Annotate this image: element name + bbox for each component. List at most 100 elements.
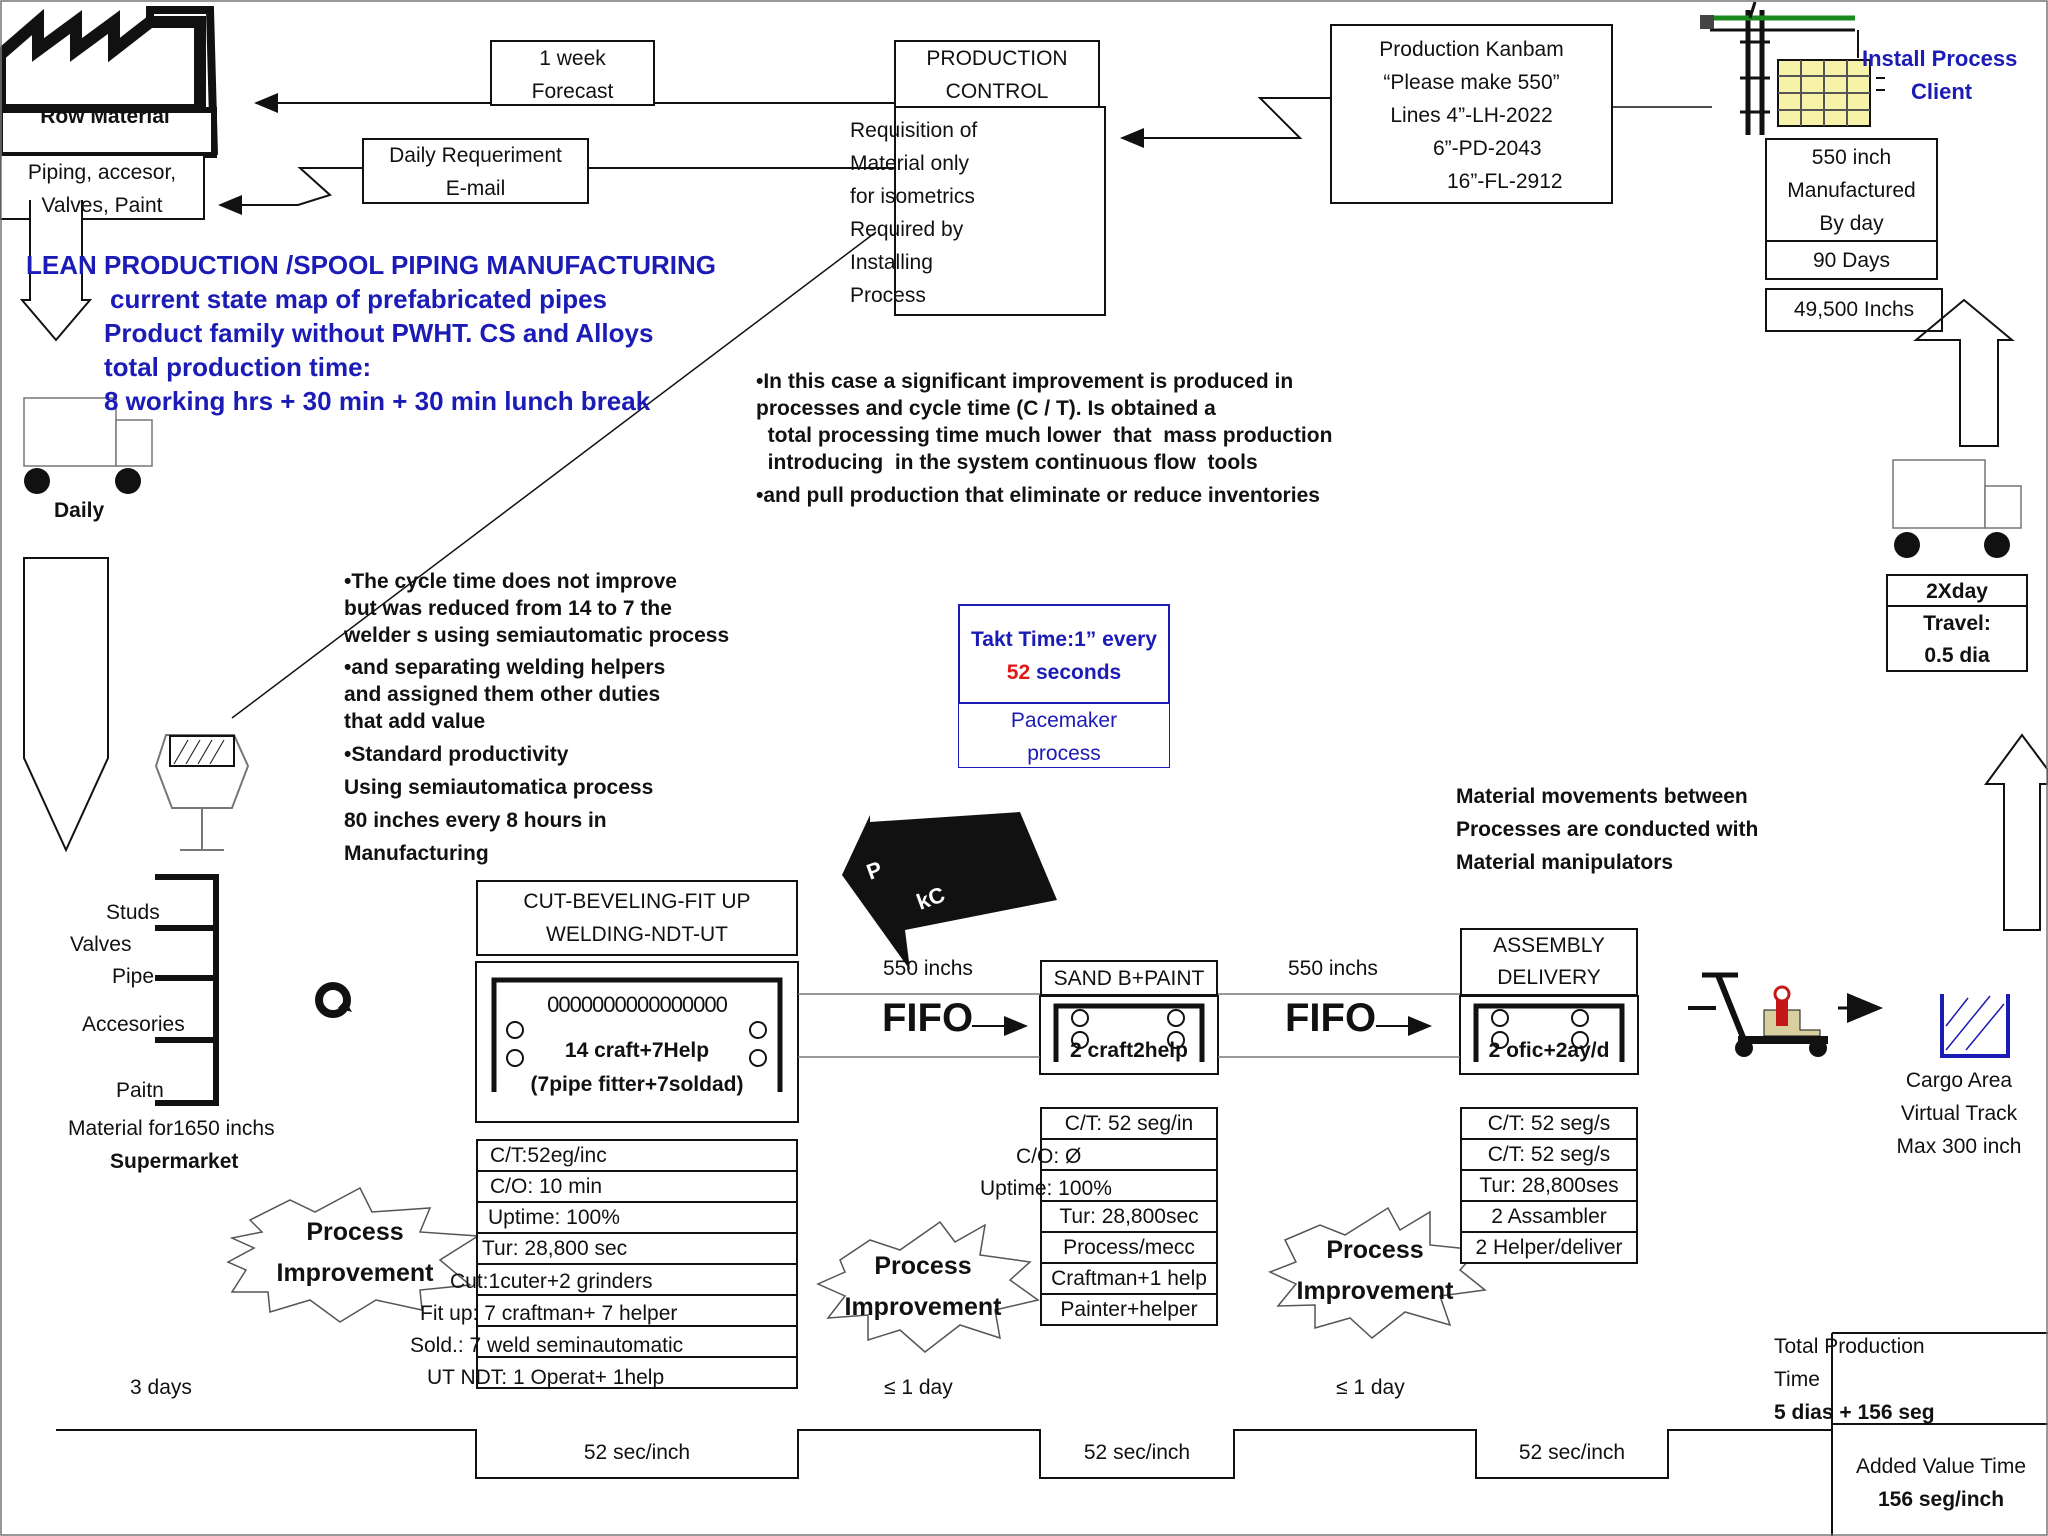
production-control-line: for isometrics (850, 185, 975, 208)
process3-data-row: 2 Assambler (1460, 1200, 1638, 1233)
kanban-line: Production Kanbam (1379, 38, 1564, 61)
process2-data-row: C/T: 52 seg/in (1040, 1107, 1218, 1140)
kaizen-burst-2 (816, 1220, 1040, 1353)
cargo-area-label: Max 300 inch (1896, 1135, 2022, 1158)
truck-icon-right (1892, 459, 2022, 558)
process-time: 52 sec/inch (1083, 1441, 1191, 1464)
process3-data-row: C/T: 52 seg/s (1460, 1138, 1638, 1171)
daily-requirement-box (362, 138, 589, 204)
process3-data-row: Tur: 28,800ses (1460, 1169, 1638, 1202)
supermarket-item: Valves (70, 933, 132, 956)
cycle-note: 80 inches every 8 hours in (344, 809, 607, 832)
improvement-note: •In this case a significant improvement … (756, 370, 1294, 393)
total-production-label: Total Production (1774, 1335, 1925, 1358)
lead-time-ladder (56, 1423, 2048, 1479)
improvement-note: introducing in the system continuous flo… (756, 451, 1258, 474)
supermarket-material: Material for1650 inchs (68, 1117, 275, 1140)
process1-crew: 14 craft+7Help (564, 1039, 710, 1062)
material-note: Processes are conducted with (1456, 818, 1759, 841)
cycle-note: Using semiautomatica process (344, 776, 654, 799)
page-subtitle: total production time: (104, 352, 372, 382)
fifo-lanes (798, 993, 1460, 1058)
supermarket-post-icon (154, 734, 250, 851)
page-subtitle: current state map of prefabricated pipes (110, 284, 608, 314)
pacemaker-box (958, 702, 1170, 768)
supplier-item: Piping, accesor, (27, 161, 177, 184)
page-subtitle: Product family without PWHT. CS and Allo… (104, 318, 654, 348)
improvement-note: •and pull production that eliminate or r… (756, 484, 1320, 507)
supplier-name: Row Material (40, 105, 170, 128)
client-demand-line: By day (1819, 212, 1884, 235)
client-demand-line: Manufactured (1787, 179, 1916, 202)
kaizen-burst-text: Process Improvement (1296, 1236, 1454, 1305)
kanban-line: “Please make 550” (1383, 71, 1560, 94)
production-control-line: Required by (850, 218, 964, 241)
process1-title: WELDING-NDT-UT (546, 923, 728, 946)
process2-detail: Uptime: 100% (980, 1177, 1112, 1200)
production-control-title: PRODUCTION (926, 47, 1068, 70)
wait-time: ≤ 1 day (884, 1376, 953, 1399)
total-production-label: Time (1774, 1368, 1820, 1391)
buffer-inventory-1: 550 inchs (883, 957, 973, 980)
kaizen-burst-3 (1268, 1206, 1487, 1339)
supermarket-item: Studs (106, 901, 160, 924)
kaizen-burst-1 (226, 1186, 481, 1323)
daily-requirement-text: E-mail (445, 177, 506, 200)
kanban-line: 6”-PD-2043 (1433, 137, 1542, 160)
process3-operators-box (1459, 995, 1639, 1075)
process2-title: SAND B+PAINT (1053, 967, 1205, 990)
total-production-value: 5 dias + 156 seg (1774, 1401, 1935, 1424)
process1-crew: (7pipe fitter+7soldad) (530, 1073, 744, 1096)
wait-time: ≤ 1 day (1336, 1376, 1405, 1399)
process1-data-row: C/T:52eg/inc (476, 1139, 798, 1172)
process2-data-row: Process/mecc (1040, 1231, 1218, 1264)
cargo-area-label: Cargo Area (1905, 1069, 2013, 1092)
client-total: 49,500 Inchs (1793, 298, 1915, 321)
takt-time-value: 52 seconds (958, 656, 1170, 689)
takt-time-box (958, 604, 1170, 704)
process1-data-row (476, 1356, 798, 1389)
process2-detail: C/O: Ø (1016, 1145, 1082, 1168)
supermarket-item: Accesories (82, 1013, 185, 1036)
cycle-note: and assigned them other duties (344, 683, 661, 706)
supermarket-item: Paitn (116, 1079, 164, 1102)
shipping-travel: Travel: (1923, 612, 1991, 635)
material-handler-icon (1688, 972, 1828, 1057)
forecast-text: Forecast (531, 80, 614, 103)
pacemaker-label: process (1027, 742, 1101, 765)
process1-data-row (476, 1263, 798, 1296)
production-control-line: Material only (850, 152, 970, 175)
improvement-note: processes and cycle time (C / T). Is obt… (756, 397, 1216, 420)
supermarket-label: Supermarket (110, 1150, 239, 1173)
cycle-note: welder s using semiautomatic process (344, 624, 730, 647)
buffer-inventory-2: 550 inchs (1288, 957, 1378, 980)
process2-data-row (1040, 1169, 1218, 1202)
factory-icon (0, 6, 218, 158)
client-total-box (1765, 288, 1943, 332)
page-subtitle: 8 working hrs + 30 min + 30 min lunch br… (104, 386, 651, 416)
daily-label: Daily (54, 499, 105, 522)
client-name: Install Process (1862, 46, 2018, 71)
kaizen-push-arrow-icon: P kC (842, 812, 1057, 970)
kanban-box (1330, 24, 1613, 204)
kanban-line: 16”-FL-2912 (1447, 170, 1563, 193)
cargo-area-icon (1940, 994, 2010, 1058)
process2-data-row: Painter+helper (1040, 1293, 1218, 1326)
shipping-frequency: 2Xday (1886, 576, 2028, 607)
cycle-note: Manufacturing (344, 842, 489, 865)
takt-unit: seconds (1036, 661, 1122, 684)
cycle-note: •The cycle time does not improve (344, 570, 677, 593)
fifo-label-1: FIFO (882, 996, 974, 1040)
shipping-box (1886, 574, 2028, 672)
process3-title-box (1460, 928, 1638, 996)
pull-circle-icon (315, 982, 352, 1018)
pacemaker-label: Pacemaker (1010, 709, 1118, 732)
fifo-label-2: FIFO (1285, 996, 1377, 1040)
truck-icon (23, 397, 153, 494)
process3-title: ASSEMBLY (1493, 934, 1605, 957)
process1-data-row: Uptime: 100% (476, 1201, 798, 1234)
forecast-box (490, 40, 655, 106)
process1-title-box (476, 880, 798, 956)
process1-detail: UT NDT: 1 Operat+ 1help (427, 1366, 665, 1389)
